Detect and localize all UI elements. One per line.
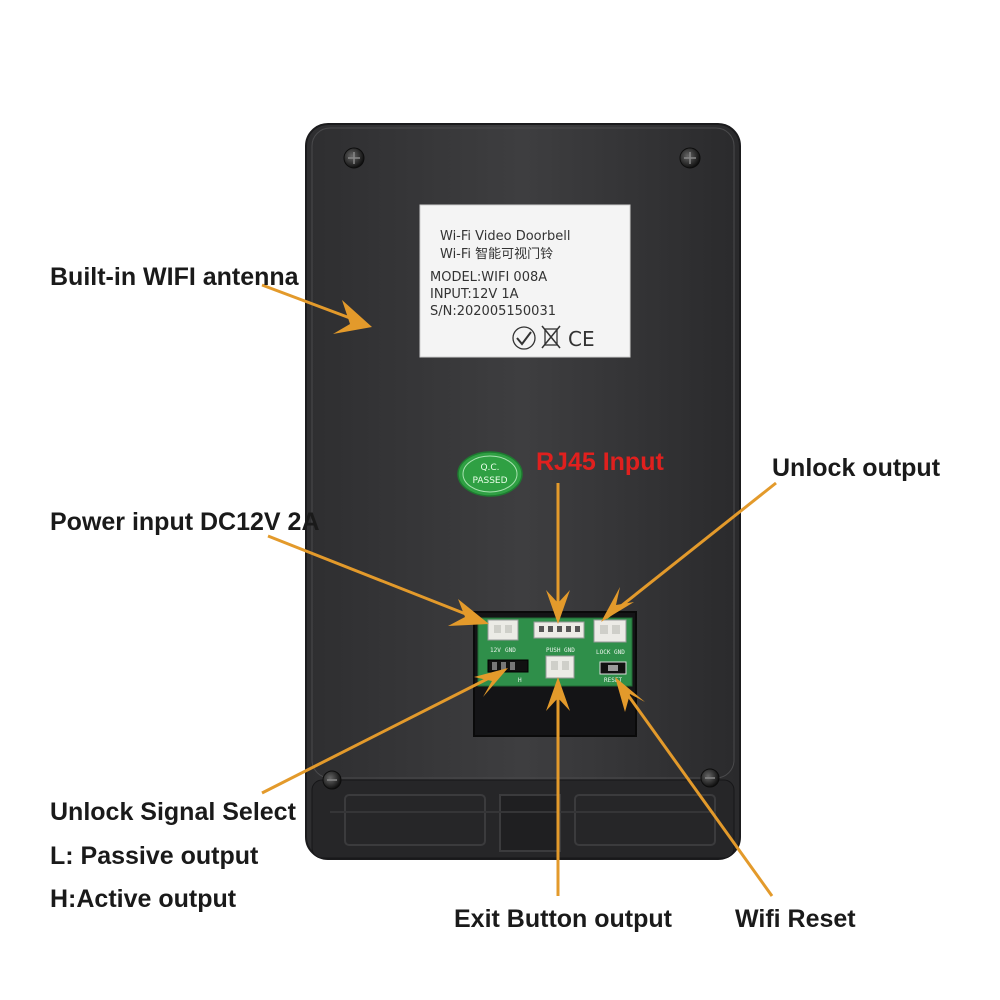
- rj45-connector: [533, 621, 585, 639]
- screw-icon: [322, 770, 342, 790]
- arrow-antenna: [261, 283, 372, 334]
- sticker-serial: S/N:202005150031: [430, 304, 556, 319]
- arrow-unlock-output: [601, 481, 777, 622]
- checkmark-cert-icon: [512, 326, 536, 350]
- svg-text:RESET: RESET: [604, 677, 622, 684]
- ce-mark-icon: CE: [568, 327, 595, 351]
- callout-arrows: [261, 283, 777, 897]
- device-label-sticker: Wi-Fi Video Doorbell Wi-Fi 智能可视门铃 MODEL:…: [419, 204, 631, 358]
- callout-active-output: H:Active output: [50, 885, 237, 913]
- callout-unlock-output: Unlock output: [772, 454, 941, 482]
- screw-icon: [679, 147, 701, 169]
- callout-unlock-signal-select: Unlock Signal Select: [50, 798, 296, 826]
- svg-text:GND: GND: [614, 649, 625, 656]
- lock-connector: [593, 619, 627, 643]
- sticker-title: Wi-Fi Video Doorbell: [440, 229, 570, 244]
- callout-rj45: RJ45 Input: [536, 448, 664, 476]
- callout-passive-output: L: Passive output: [50, 842, 259, 870]
- sticker-title-cn: Wi-Fi 智能可视门铃: [440, 247, 553, 262]
- arrow-wifi-reset: [615, 677, 774, 897]
- sticker-input: INPUT:12V 1A: [430, 287, 519, 302]
- svg-text:GND: GND: [505, 647, 516, 654]
- svg-text:PASSED: PASSED: [472, 476, 507, 486]
- svg-text:Q.C.: Q.C.: [480, 463, 499, 473]
- weee-bin-icon: [541, 325, 561, 349]
- arrow-unlock-signal-select: [261, 668, 508, 795]
- screw-icon: [700, 768, 720, 788]
- sticker-model: MODEL:WIFI 008A: [430, 270, 547, 285]
- arrow-exit-button: [546, 677, 570, 896]
- svg-text:LOCK: LOCK: [596, 649, 611, 656]
- bottom-bracket: [311, 779, 735, 859]
- svg-text:PUSH: PUSH: [546, 647, 561, 654]
- svg-text:GND: GND: [564, 647, 575, 654]
- callout-exit-button: Exit Button output: [454, 905, 672, 933]
- exit-button-connector: [545, 655, 575, 679]
- qc-passed-badge: Q.C. PASSED: [457, 451, 523, 497]
- arrow-power: [267, 534, 489, 626]
- power-connector: [487, 619, 519, 641]
- screw-icon: [343, 147, 365, 169]
- arrow-rj45: [546, 483, 570, 624]
- svg-text:12V: 12V: [490, 647, 501, 654]
- svg-text:H: H: [518, 677, 522, 684]
- unlock-signal-jumper: [487, 659, 529, 673]
- callout-power: Power input DC12V 2A: [50, 508, 320, 536]
- reset-button: [599, 661, 627, 675]
- callout-antenna: Built-in WIFI antenna: [50, 263, 299, 291]
- callout-wifi-reset: Wifi Reset: [735, 905, 856, 933]
